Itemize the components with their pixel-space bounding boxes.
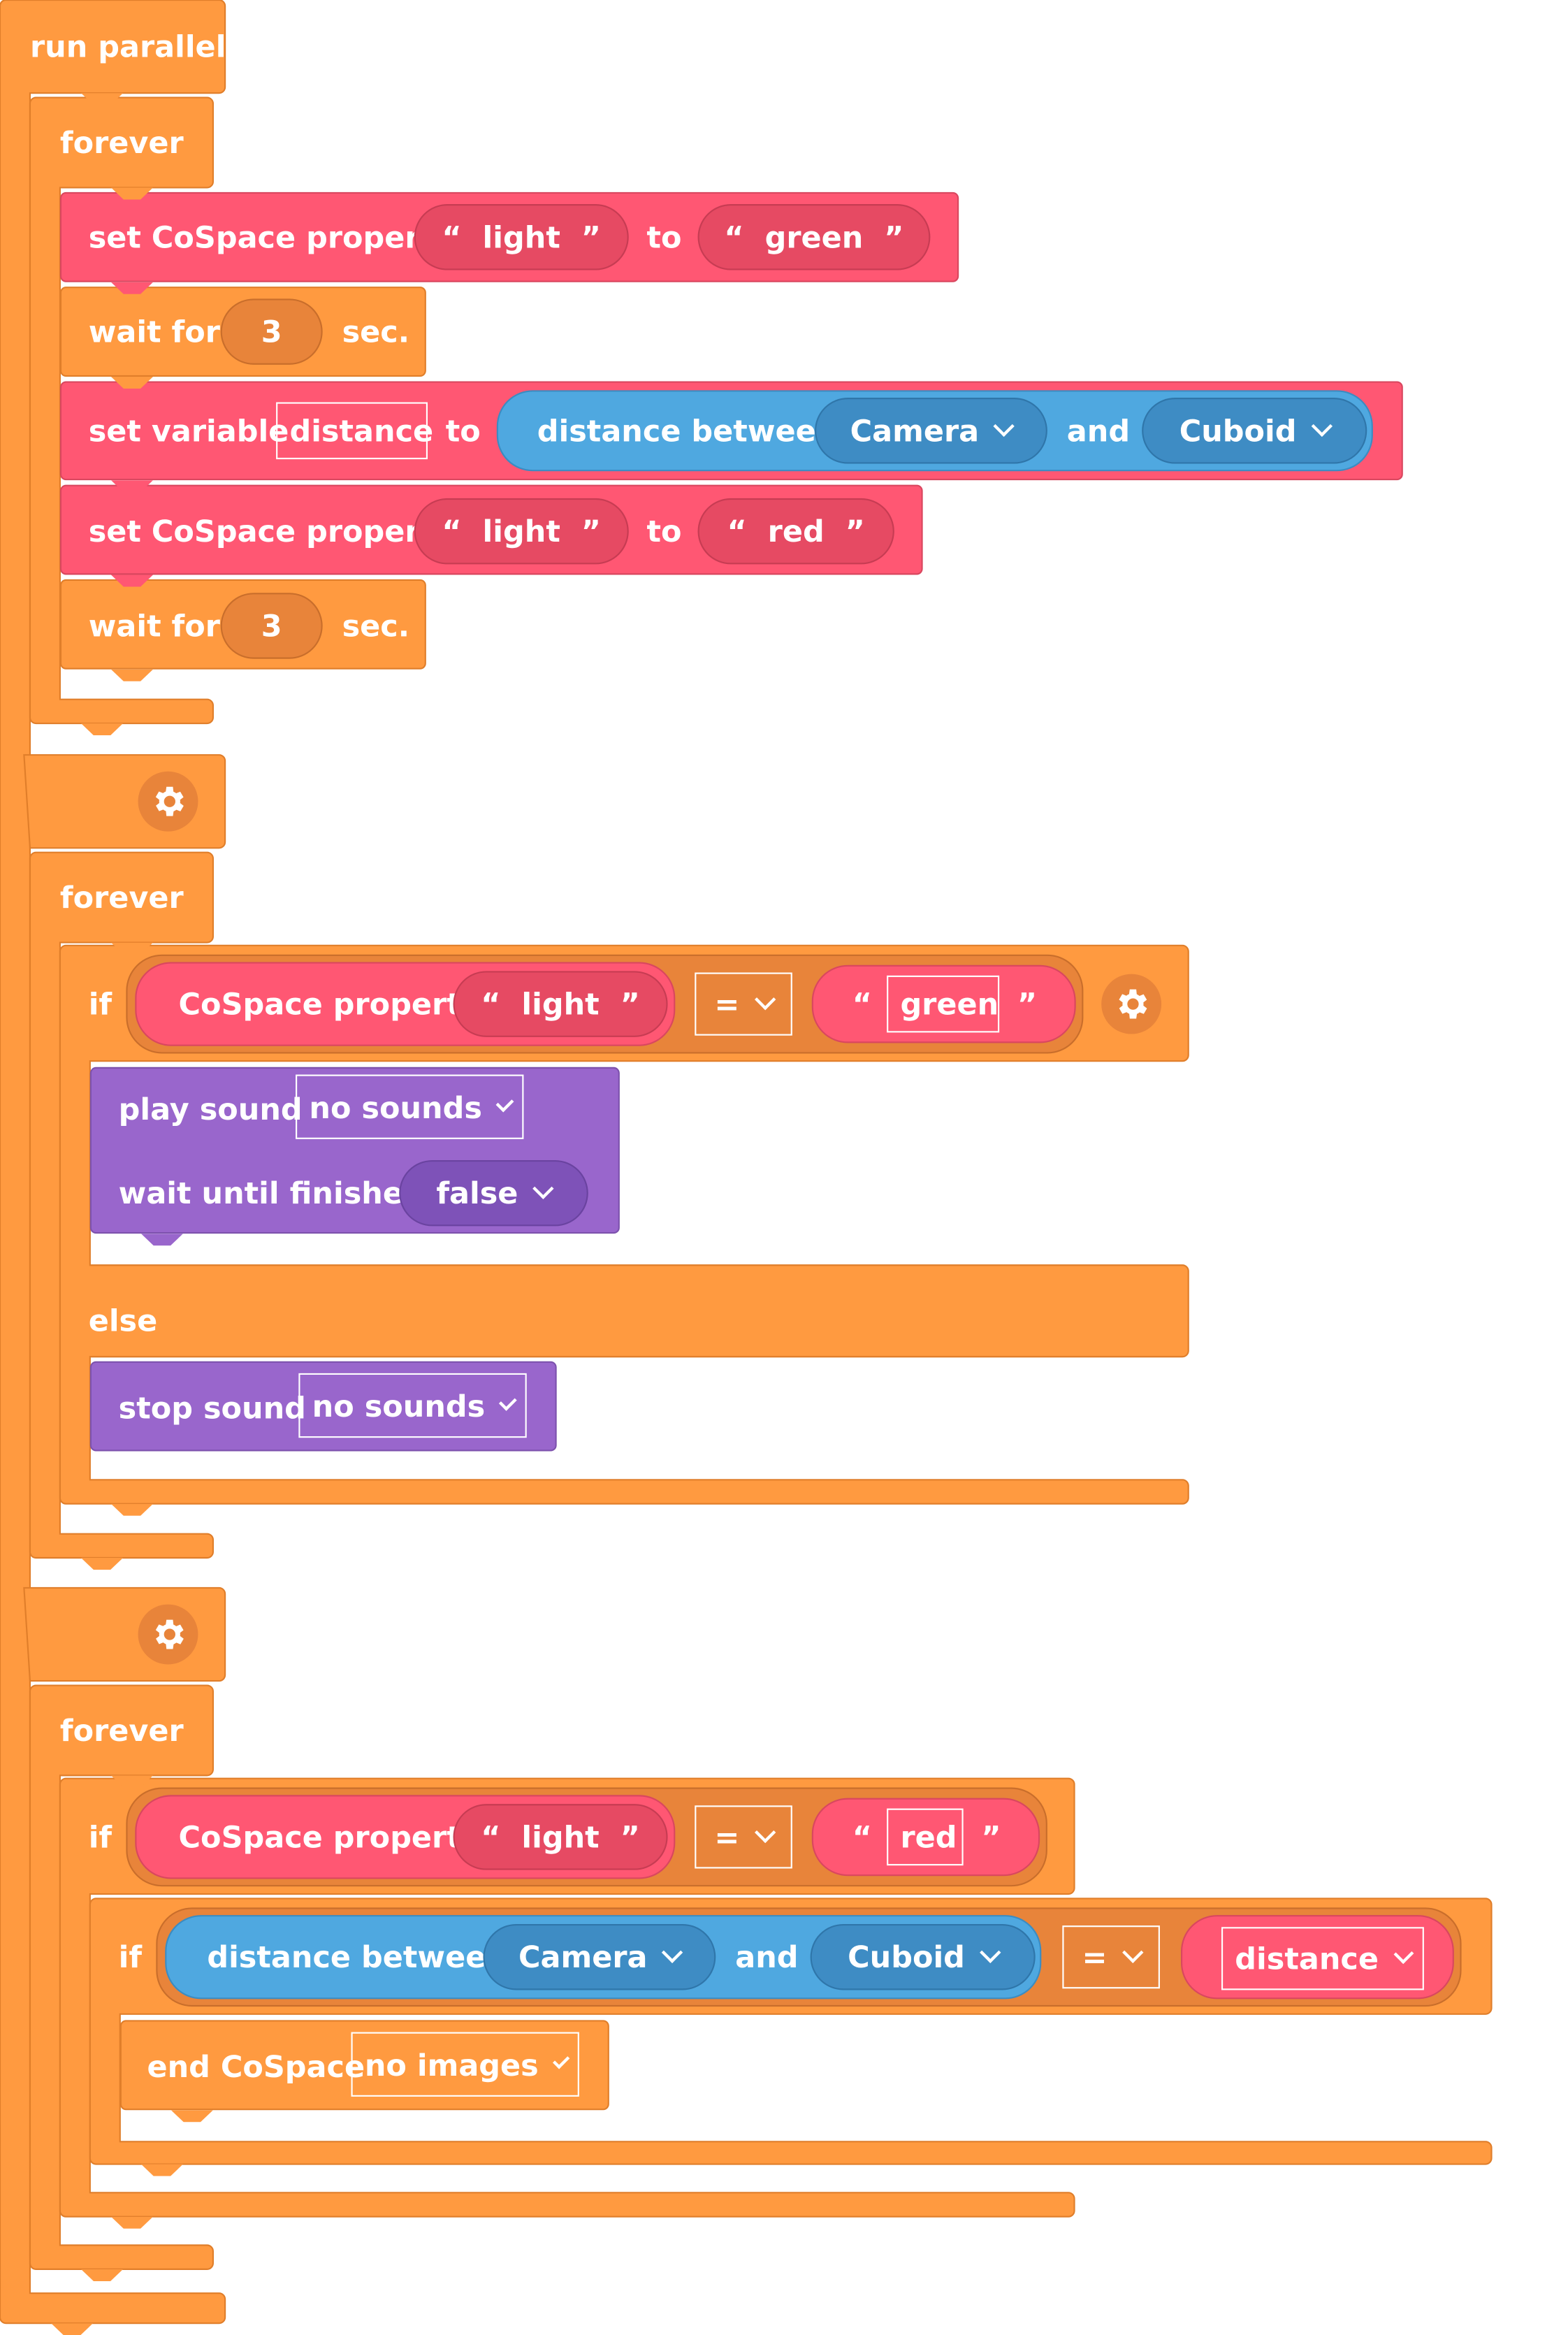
and-label: and (1066, 412, 1131, 449)
end-cospace-label: end CoSpace (147, 2048, 365, 2085)
sec-label: sec. (342, 607, 410, 644)
text-reporter[interactable] (811, 964, 1076, 1043)
chevron-down-icon (754, 988, 776, 1011)
operator-dropdown[interactable]: = (695, 1805, 792, 1869)
block-notch (170, 2110, 213, 2123)
text-value-input[interactable]: red (887, 1808, 964, 1866)
object2-dropdown[interactable]: Cuboid (810, 1923, 1036, 1990)
block-notch (110, 669, 154, 681)
text-reporter[interactable] (811, 1798, 1040, 1877)
gear-icon[interactable] (138, 771, 198, 832)
quote-close: ” (981, 1819, 1001, 1856)
to-label: to (445, 412, 481, 449)
block-notch (140, 2164, 183, 2176)
block-notch (110, 1775, 154, 1788)
block-notch (110, 282, 154, 294)
operator-dropdown[interactable]: = (695, 972, 792, 1036)
property-key-input[interactable]: “ light ” (414, 204, 629, 270)
chevron-down-icon (1311, 415, 1333, 438)
variable-reporter[interactable] (1181, 1915, 1454, 2000)
property-key-input[interactable]: “ light ” (453, 971, 668, 1037)
else-label: else (88, 1302, 158, 1339)
operator-dropdown[interactable]: = (1062, 1925, 1160, 1989)
end-cospace-block[interactable] (119, 2020, 609, 2111)
play-sound-label: play sound (118, 1091, 303, 1127)
sound-dropdown[interactable]: no sounds (296, 1074, 524, 1139)
seconds-input[interactable]: 3 (220, 298, 323, 365)
property-value-input[interactable]: “ green ” (697, 204, 931, 270)
property-key-input[interactable]: “ light ” (414, 498, 629, 565)
chevron-down-icon (994, 415, 1015, 438)
if-label: if (88, 1819, 112, 1856)
block-notch (80, 1558, 124, 1570)
wait-for-label: wait for (88, 607, 220, 644)
to-label: to (646, 219, 682, 256)
block-notch (80, 2269, 124, 2282)
variable-dropdown[interactable]: distance (1221, 1927, 1424, 1990)
run-parallel-label: run parallel (29, 28, 226, 65)
block-notch (110, 574, 154, 587)
if-label: if (88, 985, 112, 1022)
block-notch (110, 187, 154, 200)
block-notch (51, 2323, 94, 2335)
property-key-input[interactable]: “ light ” (453, 1804, 668, 1870)
forever-label: forever (59, 879, 184, 916)
chevron-down-icon (532, 1178, 555, 1199)
cospace-property-label: CoSpace property (178, 985, 481, 1022)
object1-dropdown[interactable]: Camera (483, 1923, 716, 1990)
stop-sound-label: stop sound (118, 1389, 306, 1426)
block-notch (110, 942, 154, 955)
distance-between-label: distance between (537, 412, 838, 449)
block-notch (110, 1503, 154, 1516)
wait-until-finished-label: wait until finished (118, 1175, 425, 1211)
quote-close: ” (1017, 985, 1038, 1022)
chevron-down-icon (662, 1942, 684, 1963)
gear-icon[interactable] (1101, 974, 1162, 1034)
block-notch (140, 1234, 183, 1246)
block-notch (110, 376, 154, 389)
object1-dropdown[interactable]: Camera (815, 398, 1047, 464)
block-notch (110, 2216, 154, 2229)
quote-open: “ (852, 1819, 872, 1856)
chevron-down-icon (499, 1391, 517, 1410)
variable-dropdown[interactable]: distance (276, 402, 433, 460)
cospace-property-label: CoSpace property (178, 1819, 481, 1856)
set-variable-label: set variable (88, 412, 289, 449)
chevron-down-icon (1121, 1942, 1144, 1963)
chevron-down-icon (552, 2051, 570, 2069)
gear-icon[interactable] (138, 1604, 198, 1665)
if-label: if (118, 1939, 143, 1975)
set-cospace-label: set CoSpace property (88, 513, 454, 549)
block-notch (110, 480, 154, 493)
forever-label: forever (59, 1712, 184, 1749)
wait-for-label: wait for (88, 313, 220, 350)
forever-label: forever (59, 124, 184, 161)
object2-dropdown[interactable]: Cuboid (1142, 398, 1367, 464)
block-notch (80, 93, 124, 106)
chevron-down-icon (980, 1942, 1001, 1963)
block-notch (80, 723, 124, 736)
images-dropdown[interactable]: no images (351, 2032, 579, 2097)
chevron-down-icon (496, 1093, 514, 1111)
set-cospace-label: set CoSpace property (88, 219, 454, 256)
seconds-input[interactable]: 3 (220, 593, 323, 659)
to-label: to (646, 513, 682, 549)
text-value-input[interactable]: green (887, 975, 1000, 1033)
chevron-down-icon (1393, 1944, 1414, 1965)
property-value-input[interactable]: “ red ” (697, 498, 894, 565)
wait-until-finished-dropdown[interactable]: false (399, 1159, 588, 1227)
distance-between-label: distance between (207, 1939, 507, 1975)
quote-open: “ (852, 985, 872, 1022)
chevron-down-icon (754, 1821, 776, 1844)
and-label: and (735, 1939, 799, 1975)
sec-label: sec. (342, 313, 410, 350)
sound-dropdown[interactable]: no sounds (298, 1373, 527, 1438)
